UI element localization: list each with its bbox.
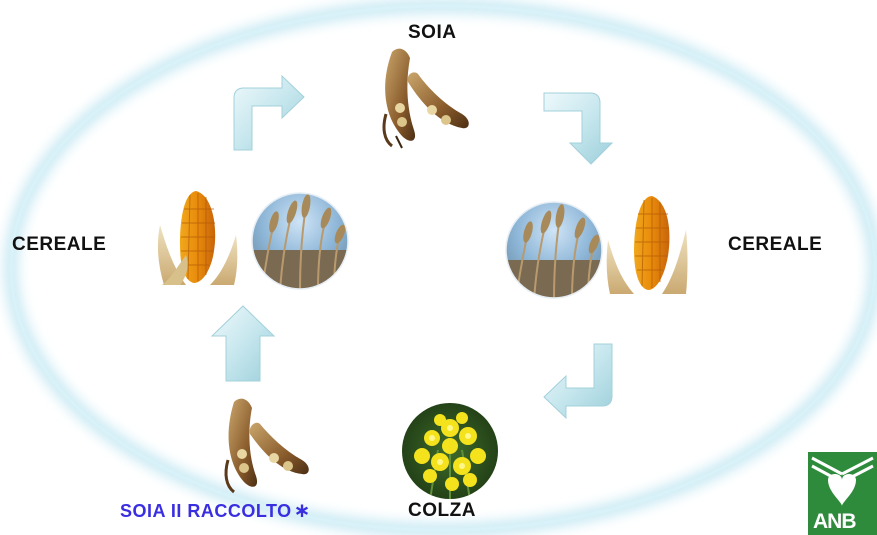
label-soia: SOIA <box>408 22 456 44</box>
label-soia-ii-raccolto-text: SOIA II RACCOLTO <box>120 501 292 521</box>
label-soia-ii-raccolto: SOIA II RACCOLTO∗ <box>120 498 311 523</box>
wheat-field-icon <box>252 193 348 290</box>
soybean-pod-icon <box>384 49 469 148</box>
asterisk-icon: ∗ <box>294 500 311 522</box>
arrow-left-to-top <box>234 76 304 150</box>
soybean-pod-icon <box>226 399 309 492</box>
label-cereale-right: CEREALE <box>728 234 822 256</box>
corn-cob-icon <box>156 185 238 287</box>
arrow-right-to-bottom <box>544 344 612 418</box>
arrow-bottom-to-left <box>212 306 274 381</box>
corn-cob-icon <box>606 190 688 294</box>
wheat-field-icon <box>506 202 602 300</box>
arrow-top-to-right <box>544 93 612 164</box>
label-colza: COLZA <box>408 500 476 522</box>
logo-text: ANB <box>813 510 856 534</box>
label-cereale-left: CEREALE <box>12 234 106 256</box>
rapeseed-flower-icon <box>402 403 498 500</box>
